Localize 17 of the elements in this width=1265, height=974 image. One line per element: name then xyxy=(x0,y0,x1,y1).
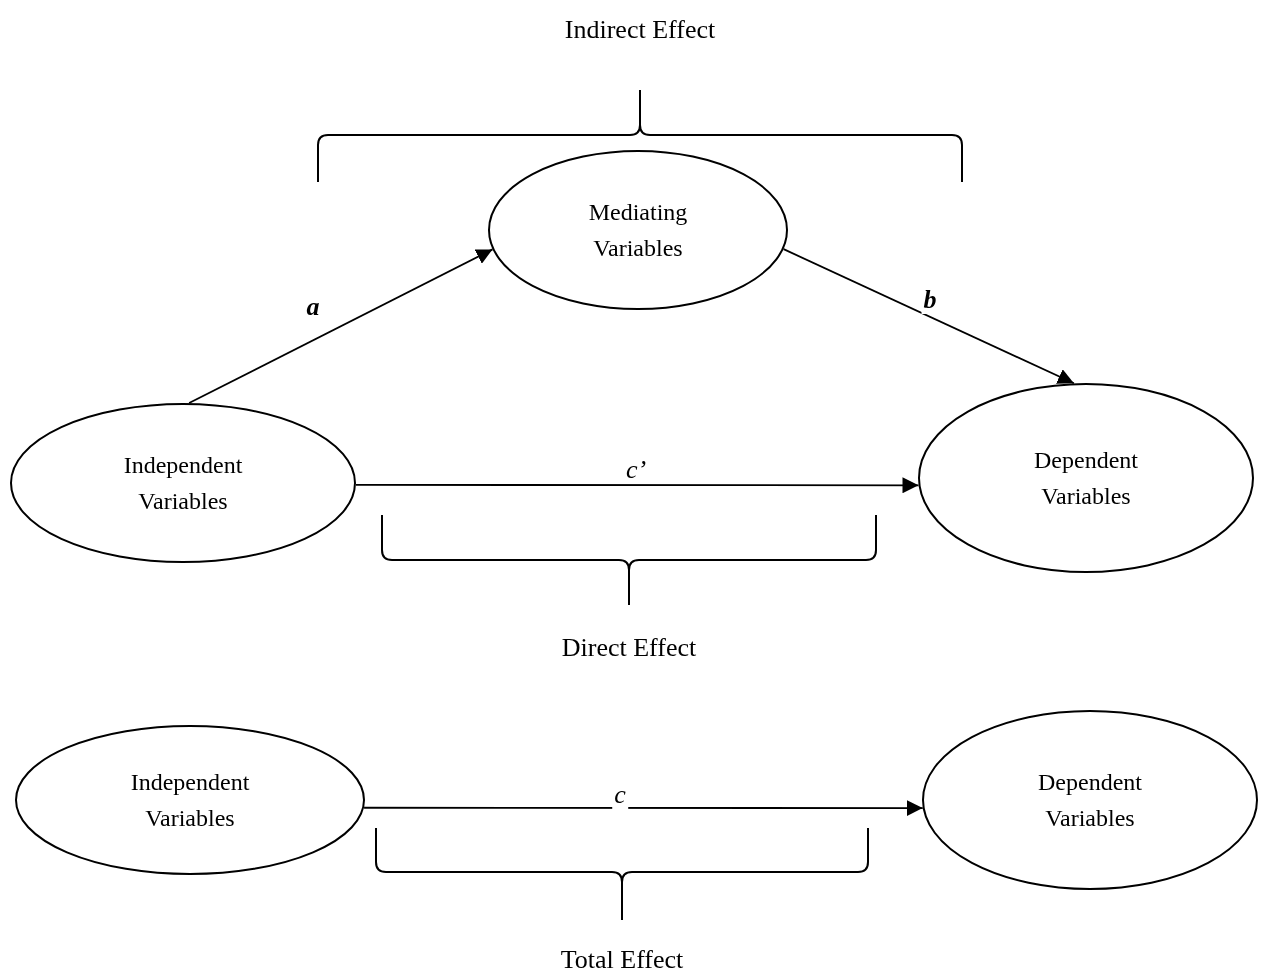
effect-label: Indirect Effect xyxy=(564,15,716,45)
ellipse-node xyxy=(922,710,1258,890)
arrow xyxy=(355,477,920,494)
ellipse-node xyxy=(10,403,356,563)
node-label: Independent Variables xyxy=(130,768,250,833)
node-label: Mediating Variables xyxy=(587,198,689,263)
node-label: Dependent Variables xyxy=(1033,446,1139,511)
node-label: Dependent Variables xyxy=(1037,768,1143,833)
arrow xyxy=(363,800,924,817)
effect-label: Total Effect xyxy=(560,945,684,974)
arrow xyxy=(782,248,1075,385)
effect-label: Direct Effect xyxy=(561,633,697,663)
arrow xyxy=(188,248,494,404)
ellipse-node xyxy=(15,725,365,875)
ellipse-node xyxy=(918,383,1254,573)
node-label: Independent Variables xyxy=(123,451,243,516)
ellipse-node xyxy=(488,150,788,310)
